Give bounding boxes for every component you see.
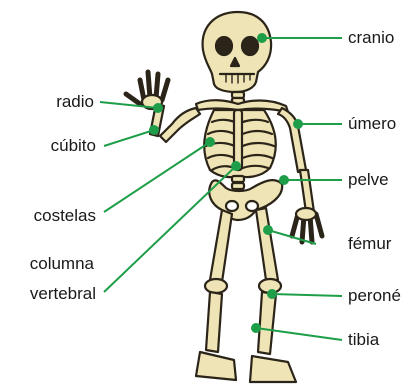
label-femur: fémur xyxy=(348,234,391,254)
dot-pelve xyxy=(280,176,288,184)
leader-perone xyxy=(272,294,342,296)
label-pelve: pelve xyxy=(348,170,389,190)
dot-femur xyxy=(264,226,272,234)
label-radio: radio xyxy=(0,92,94,112)
dot-columna xyxy=(232,162,240,170)
label-perone: peroné xyxy=(348,286,401,306)
leader-costelas xyxy=(104,142,210,212)
pelvis xyxy=(209,180,282,220)
dot-perone xyxy=(268,290,276,298)
label-umero: úmero xyxy=(348,114,396,134)
left-arm xyxy=(126,72,200,142)
label-tibia: tibia xyxy=(348,330,379,350)
label-cubito: cúbito xyxy=(0,136,96,156)
leader-cubito xyxy=(104,130,154,146)
label-cranio: cranio xyxy=(348,28,394,48)
dot-tibia xyxy=(252,324,260,332)
dot-cubito xyxy=(150,126,158,134)
label-costelas: costelas xyxy=(0,206,96,226)
dot-costelas xyxy=(206,138,214,146)
label-columna-line1: columna xyxy=(0,254,94,274)
skull xyxy=(203,12,272,92)
dot-cranio xyxy=(258,34,266,42)
dot-radio xyxy=(154,104,162,112)
dot-umero xyxy=(294,120,302,128)
label-columna-line2: vertebral xyxy=(0,284,96,304)
